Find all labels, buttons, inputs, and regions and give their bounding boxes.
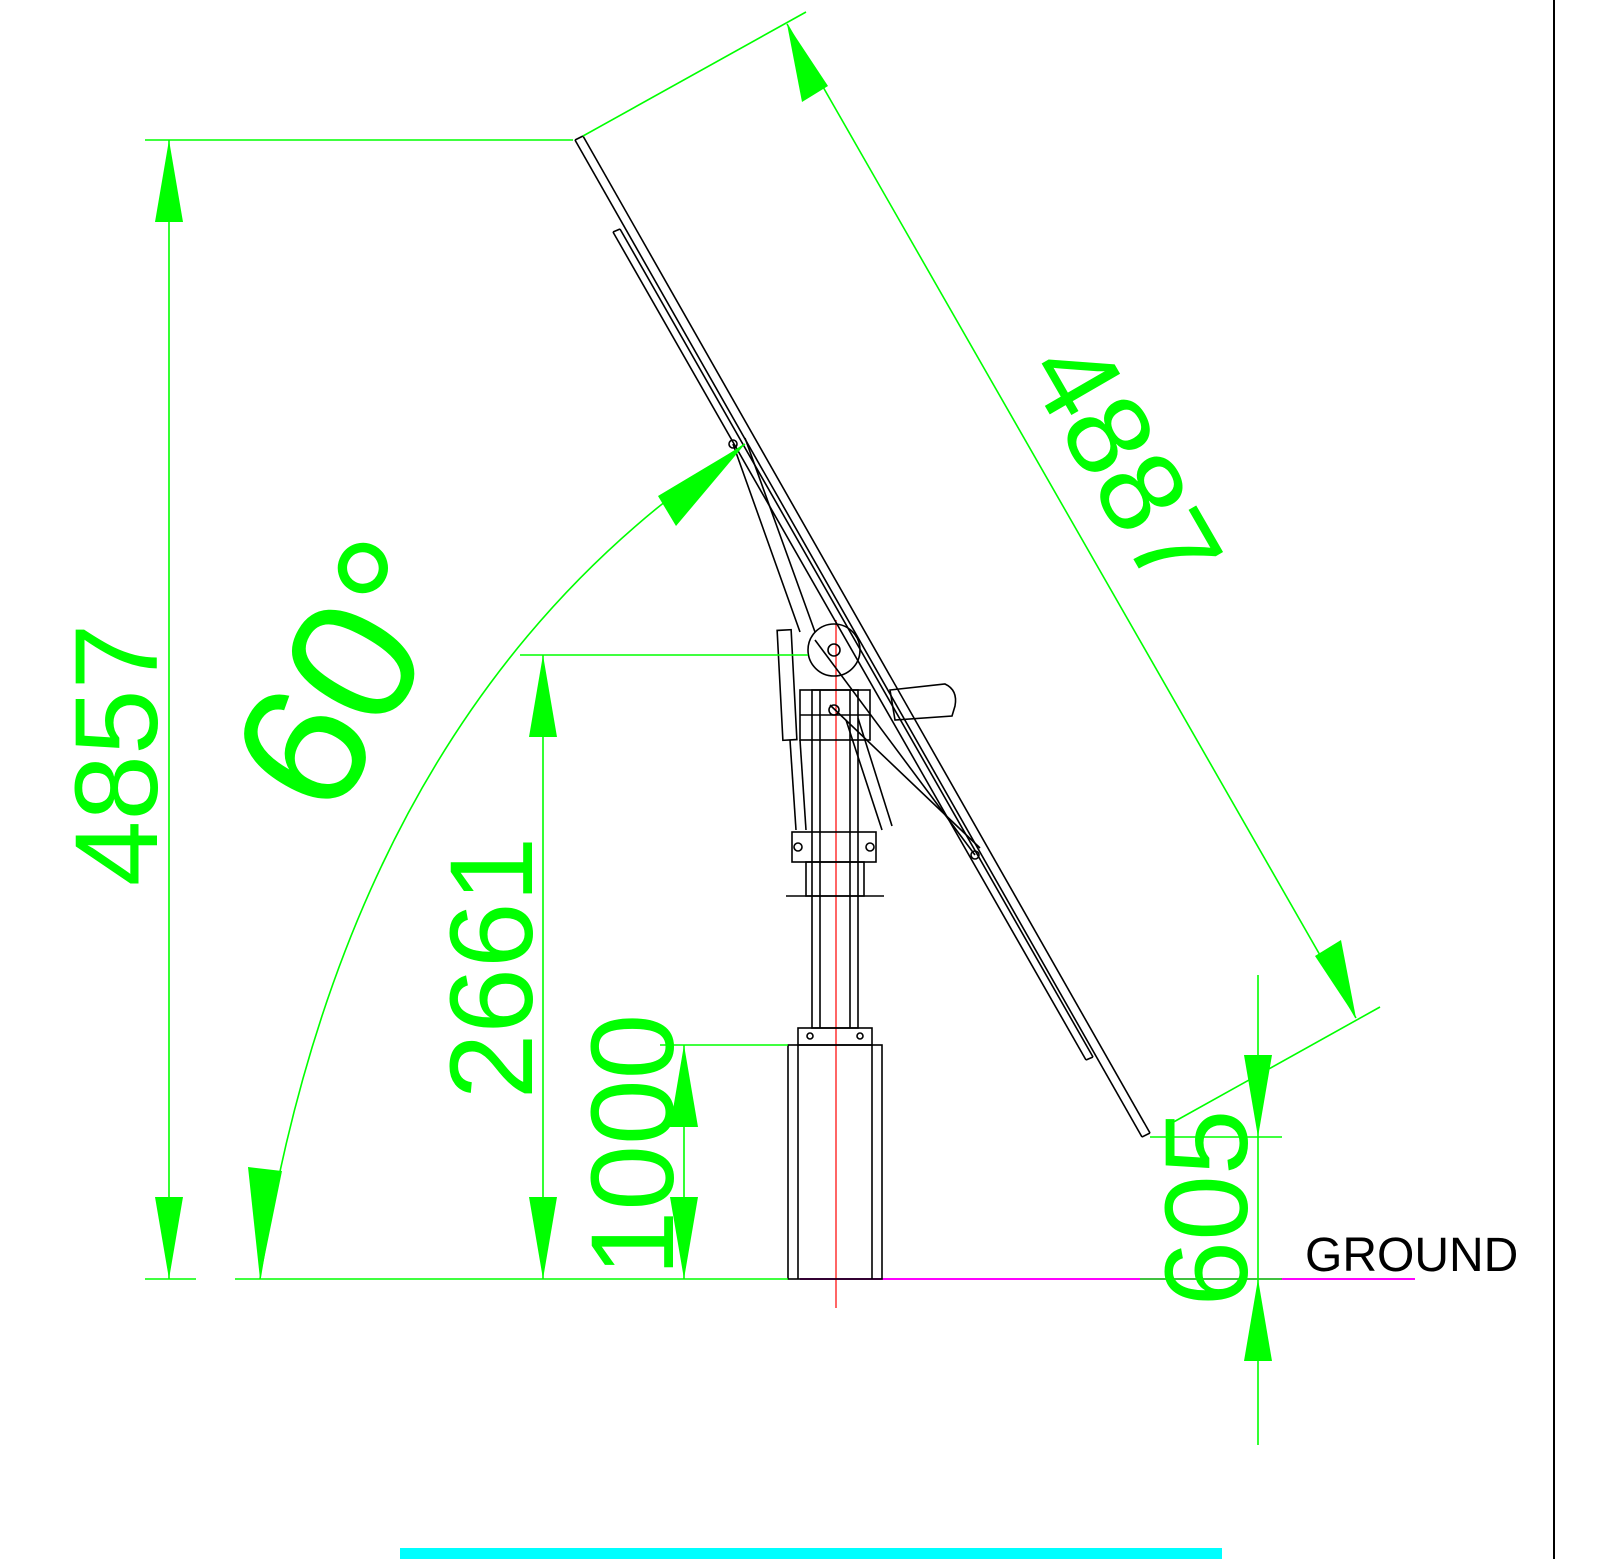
arrow-4857-bottom — [155, 1197, 183, 1279]
tilt-angle-label: 60° — [192, 506, 502, 842]
dimension-arrowheads — [155, 24, 1356, 1361]
dim-label-pivot-height: 2661 — [426, 837, 558, 1100]
panel-sub-rail — [612, 231, 1087, 1061]
dimensions — [145, 11, 1381, 1445]
dim-label-foundation-height: 1000 — [567, 1014, 699, 1277]
dim-4887-ext-top — [582, 11, 807, 137]
tracker-structure — [574, 135, 1151, 1280]
dim-label-total-height: 4857 — [51, 624, 183, 887]
base-plate — [797, 1027, 873, 1046]
foundation — [787, 1044, 883, 1280]
frame-bar-bottom — [400, 1548, 1222, 1559]
arrow-angle-bottom — [248, 1167, 282, 1279]
drive-motor — [889, 683, 957, 721]
truss-upper — [732, 443, 801, 633]
arrow-angle-top — [658, 444, 745, 526]
arrow-1000-bottom — [670, 1197, 698, 1279]
truss-lower — [814, 639, 976, 856]
actuator-right — [845, 719, 883, 831]
post-clamp — [791, 831, 877, 863]
actuator-left — [776, 628, 798, 742]
dim-4887-ext-bottom — [1169, 1006, 1381, 1125]
arrow-4857-top — [155, 140, 183, 222]
ground-label: GROUND — [1305, 1229, 1518, 1282]
arrow-2661-bottom — [529, 1197, 557, 1279]
arrow-605-lower — [1244, 1279, 1272, 1361]
dim-4887-line — [786, 23, 1357, 1019]
dim-label-clearance: 605 — [1141, 1110, 1273, 1307]
arrow-4887-top — [787, 24, 828, 102]
arrow-1000-top — [670, 1045, 698, 1127]
arrow-605-upper — [1244, 1055, 1272, 1137]
arrow-2661-top — [529, 655, 557, 737]
dim-angle-arc — [259, 443, 746, 1280]
arrow-4887-bottom — [1315, 940, 1356, 1018]
panel-top-rail — [574, 139, 1143, 1138]
